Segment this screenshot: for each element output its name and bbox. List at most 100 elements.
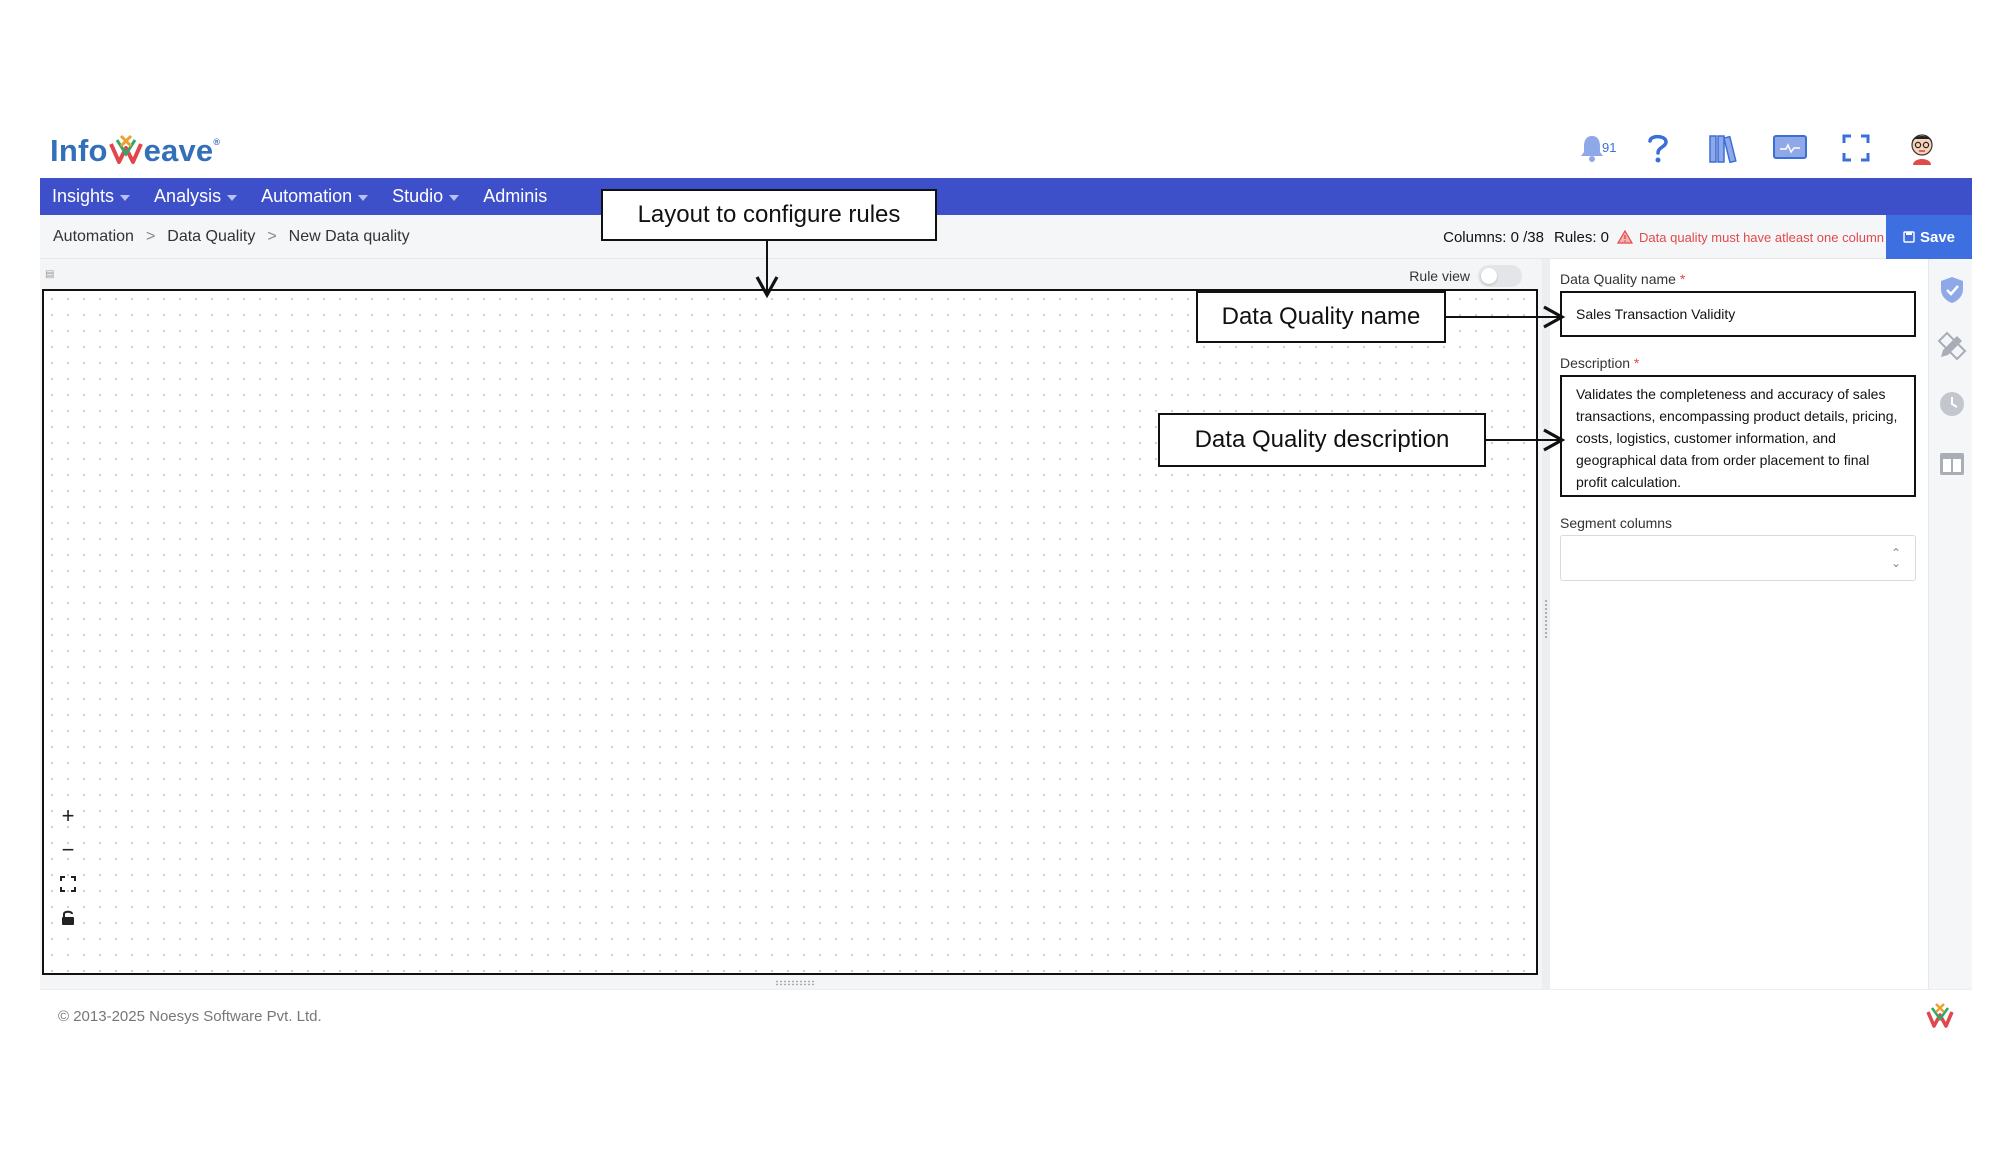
nav-administration-label: Adminis — [483, 186, 548, 206]
bell-icon — [1581, 136, 1603, 162]
layout-panel-icon — [1940, 453, 1964, 475]
lock-icon — [62, 910, 74, 925]
main-navigation: Insights Analysis Automation Studio Admi… — [40, 178, 1972, 215]
side-rail — [1928, 259, 1972, 989]
fit-view-icon — [60, 876, 76, 892]
infoveave-logo[interactable]: Info eave ® — [50, 128, 220, 173]
nav-analysis[interactable]: Analysis — [154, 186, 238, 207]
rail-edit-button[interactable] — [1937, 331, 1967, 361]
app-shell: Info eave ® 91 — [40, 118, 1972, 1040]
breadcrumb-current: New Data quality — [288, 228, 410, 245]
avatar-icon — [1911, 134, 1933, 165]
books-icon — [1709, 135, 1737, 164]
description-label-text: Description — [1560, 355, 1631, 371]
help-button[interactable] — [1638, 128, 1678, 168]
rail-layout-button[interactable] — [1937, 449, 1967, 479]
callout-name: Data Quality name — [1196, 291, 1446, 343]
logo-text-left: Info — [50, 132, 108, 168]
caret-down-icon — [358, 195, 369, 201]
canvas-controls: + − — [52, 799, 84, 935]
nav-studio-label: Studio — [392, 186, 444, 206]
save-button[interactable]: Save — [1886, 215, 1972, 259]
description-textarea[interactable]: Validates the completeness and accuracy … — [1560, 375, 1916, 497]
splitter-grip — [1544, 599, 1548, 639]
breadcrumb: Automation > Data Quality > New Data qua… — [53, 215, 410, 259]
callout-name-text: Data Quality name — [1221, 303, 1421, 330]
rule-view-label: Rule view — [1409, 268, 1470, 284]
monitor-icon — [1773, 135, 1807, 159]
required-mark: * — [1633, 355, 1640, 371]
callout-layout: Layout to configure rules — [601, 189, 937, 241]
zoom-out-button[interactable]: − — [52, 833, 84, 867]
caret-down-icon — [449, 195, 460, 201]
breadcrumb-data-quality[interactable]: Data Quality — [167, 228, 256, 245]
name-value: Sales Transaction Validity — [1576, 306, 1736, 322]
library-button[interactable] — [1704, 128, 1744, 168]
validation-warning-text: Data quality must have atleast one colum… — [1639, 229, 1884, 245]
segment-label: Segment columns — [1560, 515, 1918, 531]
monitor-button[interactable] — [1770, 128, 1810, 168]
rail-quality-button[interactable] — [1937, 275, 1967, 305]
fullscreen-button[interactable] — [1836, 128, 1876, 168]
lock-button[interactable] — [52, 901, 84, 935]
rule-canvas-area: ▤ Rule view + − — [40, 259, 1542, 989]
panel-splitter[interactable] — [1542, 259, 1550, 989]
logo-mark-icon — [108, 134, 143, 164]
columns-count: Columns: 0 /38 — [1443, 228, 1544, 246]
user-avatar[interactable] — [1902, 128, 1942, 168]
breadcrumb-separator: > — [267, 228, 277, 245]
header-icons: 91 — [1572, 126, 1942, 170]
notifications-button[interactable]: 91 — [1572, 128, 1616, 168]
nav-analysis-label: Analysis — [154, 186, 222, 206]
breadcrumb-automation[interactable]: Automation — [53, 228, 134, 245]
logo-text-right: eave — [143, 132, 214, 168]
rail-history-button[interactable] — [1937, 389, 1967, 419]
shield-check-icon — [1941, 277, 1963, 303]
plus-icon: + — [61, 803, 75, 828]
caret-down-icon — [120, 195, 131, 201]
name-label: Data Quality name * — [1560, 271, 1918, 287]
save-icon — [1903, 231, 1915, 243]
rule-view-control: Rule view — [1409, 265, 1522, 287]
callout-layout-text: Layout to configure rules — [637, 201, 901, 228]
notification-count: 91 — [1602, 140, 1617, 155]
nav-insights[interactable]: Insights — [52, 186, 131, 207]
description-value: Validates the completeness and accuracy … — [1576, 386, 1898, 490]
nav-administration[interactable]: Adminis — [483, 186, 547, 207]
required-mark: * — [1679, 271, 1686, 287]
nav-studio[interactable]: Studio — [392, 186, 460, 207]
status-info: Columns: 0 /38 Rules: 0 Data quality mus… — [1443, 215, 1884, 259]
logo-registered: ® — [213, 136, 221, 147]
fullscreen-icon — [1842, 134, 1870, 162]
rules-count: Rules: 0 — [1554, 228, 1610, 246]
footer: © 2013-2025 Noesys Software Pvt. Ltd. — [40, 989, 1972, 1041]
clock-icon — [1940, 392, 1964, 416]
copyright-text: © 2013-2025 Noesys Software Pvt. Ltd. — [58, 1008, 322, 1025]
nav-automation[interactable]: Automation — [261, 186, 369, 207]
caret-down-icon — [227, 195, 238, 201]
validation-warning: Data quality must have atleast one colum… — [1617, 230, 1884, 245]
question-icon — [1648, 134, 1668, 163]
breadcrumb-separator: > — [145, 228, 156, 245]
rule-canvas[interactable] — [42, 289, 1538, 975]
nav-insights-label: Insights — [52, 186, 115, 206]
name-label-text: Data Quality name — [1560, 271, 1676, 287]
rule-view-toggle[interactable] — [1478, 265, 1522, 287]
minus-icon: − — [61, 837, 75, 862]
data-quality-name-input[interactable]: Sales Transaction Validity — [1560, 291, 1916, 337]
callout-description-text: Data Quality description — [1194, 426, 1450, 453]
save-label: Save — [1919, 228, 1956, 246]
select-chevrons-icon: ⌃⌄ — [1890, 546, 1901, 570]
vertical-resize-handle[interactable] — [775, 980, 815, 986]
fit-view-button[interactable] — [52, 867, 84, 901]
warning-icon — [1617, 230, 1634, 244]
segment-label-text: Segment columns — [1560, 515, 1673, 531]
breadcrumb-bar: Automation > Data Quality > New Data qua… — [40, 215, 1972, 259]
collapse-icon[interactable]: ▤ — [45, 269, 55, 280]
description-label: Description * — [1560, 355, 1918, 371]
nav-automation-label: Automation — [261, 186, 353, 206]
callout-description: Data Quality description — [1158, 413, 1486, 467]
properties-panel: Data Quality name * Sales Transaction Va… — [1550, 259, 1928, 989]
zoom-in-button[interactable]: + — [52, 799, 84, 833]
segment-columns-select[interactable]: ⌃⌄ — [1560, 535, 1916, 581]
